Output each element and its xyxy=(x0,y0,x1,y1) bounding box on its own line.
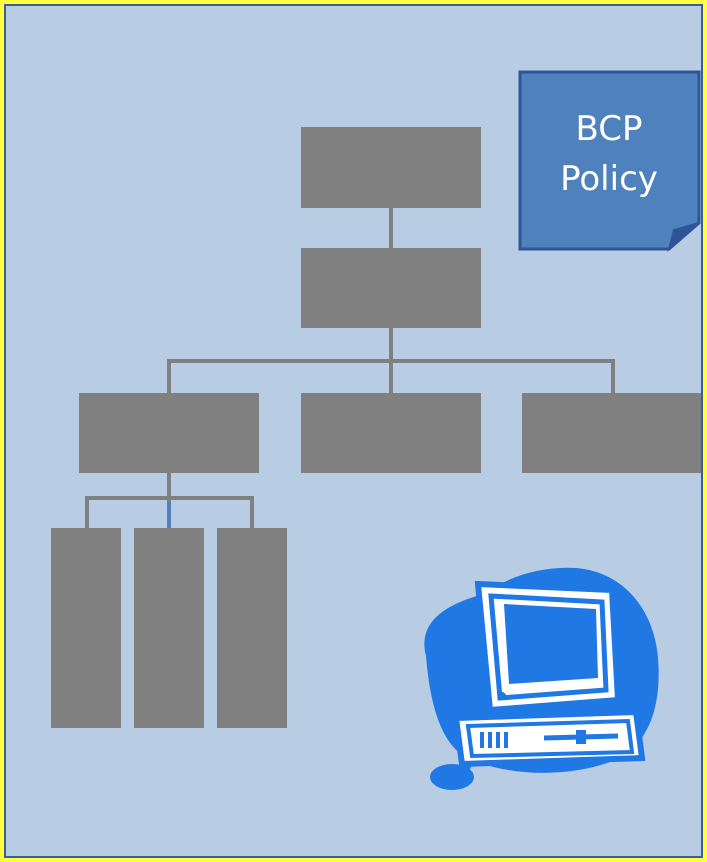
org-box-fourth-1 xyxy=(51,528,121,728)
org-box-fourth-2 xyxy=(134,528,204,728)
computer-screen xyxy=(504,604,598,684)
org-box-third-right xyxy=(522,393,701,473)
org-box-second xyxy=(301,248,481,328)
connector-fourth-bus xyxy=(85,496,254,528)
org-box-fourth-3 xyxy=(217,528,287,728)
policy-note-line2: Policy xyxy=(560,159,658,199)
org-chart-diagram: BCP Policy xyxy=(51,70,701,790)
policy-note-line1: BCP xyxy=(576,109,643,149)
connector-third-bus xyxy=(167,359,615,393)
org-box-third-left xyxy=(79,393,259,473)
org-box-top xyxy=(301,127,481,208)
org-box-third-center xyxy=(301,393,481,473)
connectors xyxy=(85,208,615,528)
policy-document-icon: BCP Policy xyxy=(518,70,701,252)
computer-mouse xyxy=(430,764,474,790)
org-boxes xyxy=(51,127,701,728)
diagram-canvas: BCP Policy xyxy=(4,4,703,858)
desktop-computer-icon xyxy=(424,567,659,790)
computer-vents xyxy=(480,732,508,748)
